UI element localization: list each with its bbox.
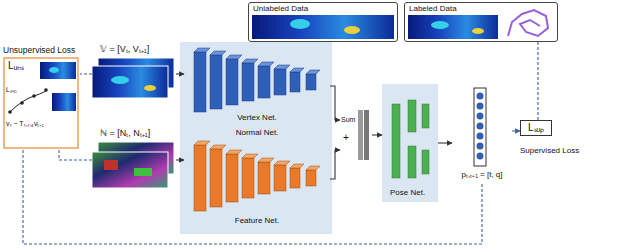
node-label: Vertex Net. xyxy=(184,113,330,122)
network-block: Vertex Net. xyxy=(184,46,330,126)
dashed-connector xyxy=(512,130,520,131)
data-box: Unlabeled Data xyxy=(248,2,398,42)
network-block: Normal Net. Feature Net. xyxy=(184,128,330,230)
node-label: Feature Net. xyxy=(184,216,330,225)
arrow-connector xyxy=(438,142,452,143)
loss-panel: Unsupervised LossLᵤₙₛLₛᵤₚ vₜ − Tₜ,ₜ₊₁vₜ₊₁ xyxy=(2,46,80,150)
node-label: vₜ − Tₜ,ₜ₊₁vₜ₊₁ xyxy=(6,120,44,128)
node-label: Lₛᵤₚ xyxy=(520,120,552,136)
dashed-connector xyxy=(80,73,92,74)
node-label: Lₛᵤₚ xyxy=(6,86,17,93)
loss-box: LₛᵤₚSupervised Loss xyxy=(520,120,586,160)
node-label: Pose Net. xyxy=(390,188,425,197)
arrow-connector xyxy=(330,86,340,120)
node-label: pₜ,ₜ₊₁ = [t, q] xyxy=(452,170,512,179)
sum-bars xyxy=(358,110,369,160)
dashed-connector xyxy=(537,42,538,120)
node-label: 𝕍 = [Vₜ, Vₜ₊₁] xyxy=(100,44,149,54)
output-vector: pₜ,ₜ₊₁ = [t, q] xyxy=(452,86,512,184)
arrow-connector xyxy=(372,134,382,135)
node-label: Labeled Data xyxy=(409,4,457,13)
depth-image xyxy=(252,15,498,39)
input-pair: ℕ = [Nₜ, Nₜ₊₁] xyxy=(92,128,176,192)
arrow-connector xyxy=(176,73,184,74)
dashed-connector xyxy=(59,150,92,160)
network-panel xyxy=(180,42,438,234)
dashed-connector xyxy=(23,150,482,244)
node-label: Sum xyxy=(341,116,355,124)
trajectory xyxy=(508,10,548,36)
sum-block: Sum + xyxy=(340,106,372,164)
node-label: Unlabeled Data xyxy=(253,4,308,13)
arrow-connector xyxy=(176,159,184,160)
node-label: Normal Net. xyxy=(184,128,330,137)
pose-net xyxy=(392,100,429,178)
input-pair: 𝕍 = [Vₜ, Vₜ₊₁] xyxy=(92,44,176,104)
node-label: Lᵤₙₛ xyxy=(8,60,24,72)
pose-block: Pose Net. xyxy=(382,84,438,202)
data-box: Labeled Data xyxy=(404,2,558,42)
node-label: + xyxy=(343,132,349,144)
output-vector xyxy=(474,88,486,166)
vertex-net xyxy=(194,48,320,112)
loss-box xyxy=(4,58,78,148)
arrow-connector xyxy=(330,150,340,179)
node-label: Unsupervised Loss xyxy=(3,46,75,56)
node-label: ℕ = [Nₜ, Nₜ₊₁] xyxy=(100,128,150,138)
feature-net xyxy=(194,141,320,211)
input-images xyxy=(92,58,174,188)
node-label: Supervised Loss xyxy=(520,146,579,155)
